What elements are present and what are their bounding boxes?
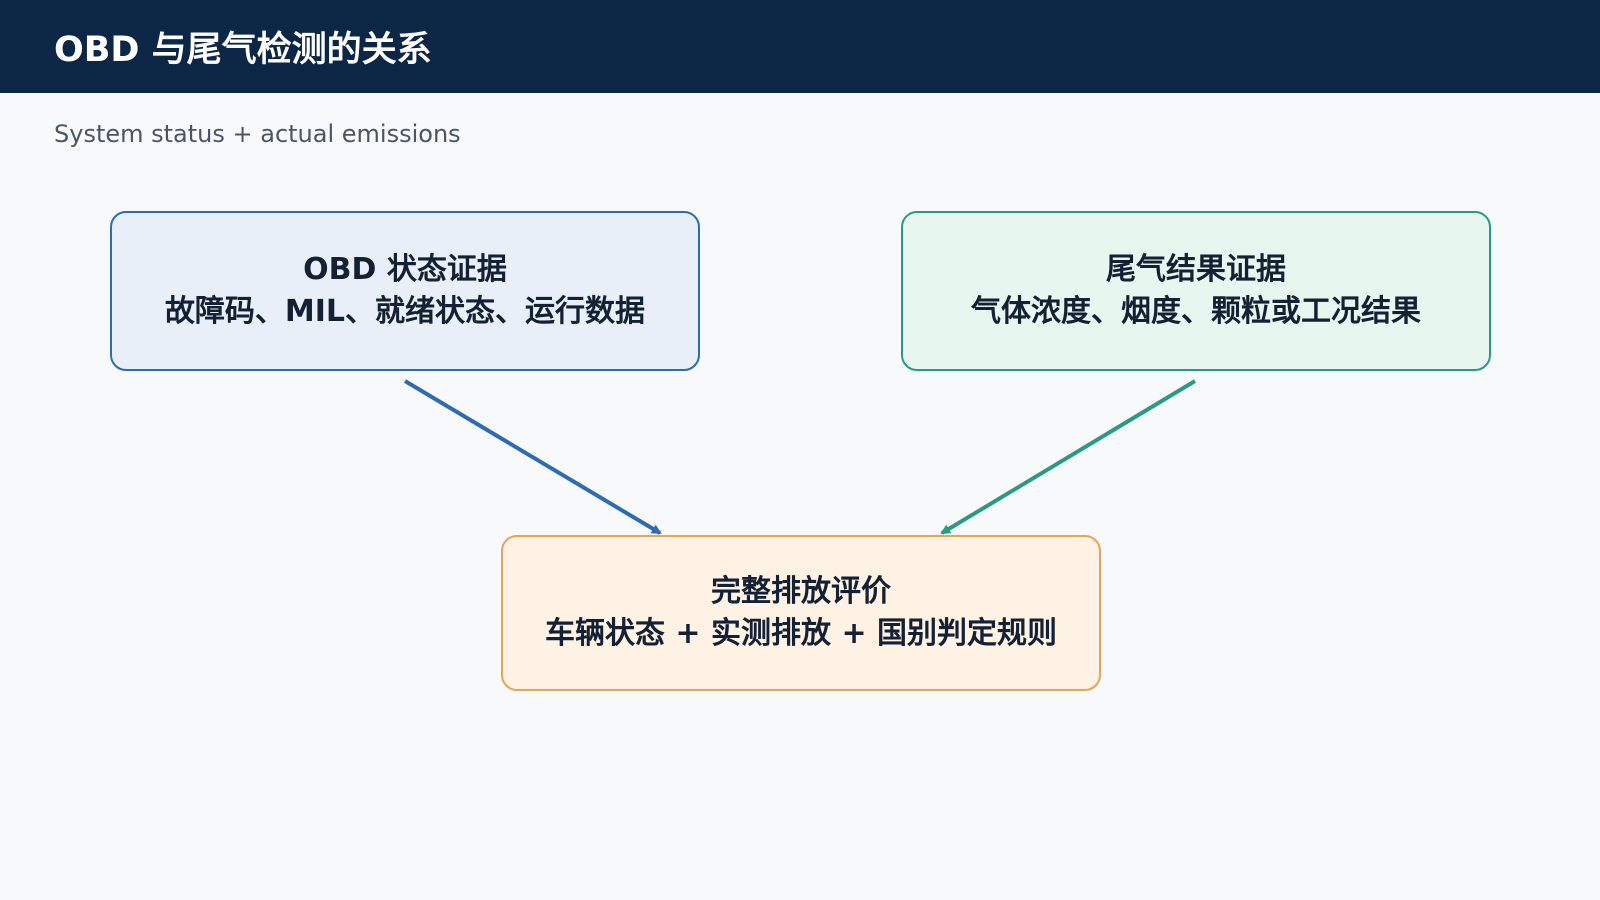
exhaust-evidence-detail: 气体浓度、烟度、颗粒或工况结果	[971, 294, 1421, 329]
emission-evaluation-detail: 车辆状态 + 实测排放 + 国别判定规则	[544, 616, 1058, 651]
exhaust-evidence-node: 尾气结果证据 气体浓度、烟度、颗粒或工况结果	[901, 211, 1491, 371]
obd-to-evaluation-arrow	[403, 379, 662, 535]
page-subtitle: System status + actual emissions	[54, 120, 461, 148]
exhaust-evidence-title: 尾气结果证据	[1106, 252, 1286, 287]
header-bar: OBD 与尾气检测的关系	[0, 0, 1600, 93]
obd-evidence-node: OBD 状态证据 故障码、MIL、就绪状态、运行数据	[110, 211, 700, 371]
obd-evidence-detail: 故障码、MIL、就绪状态、运行数据	[164, 294, 646, 329]
obd-evidence-title: OBD 状态证据	[303, 252, 507, 287]
emission-evaluation-title: 完整排放评价	[711, 574, 891, 609]
exhaust-to-evaluation-arrow	[940, 379, 1197, 535]
emission-evaluation-node: 完整排放评价 车辆状态 + 实测排放 + 国别判定规则	[501, 535, 1101, 691]
page-title: OBD 与尾气检测的关系	[54, 30, 432, 70]
